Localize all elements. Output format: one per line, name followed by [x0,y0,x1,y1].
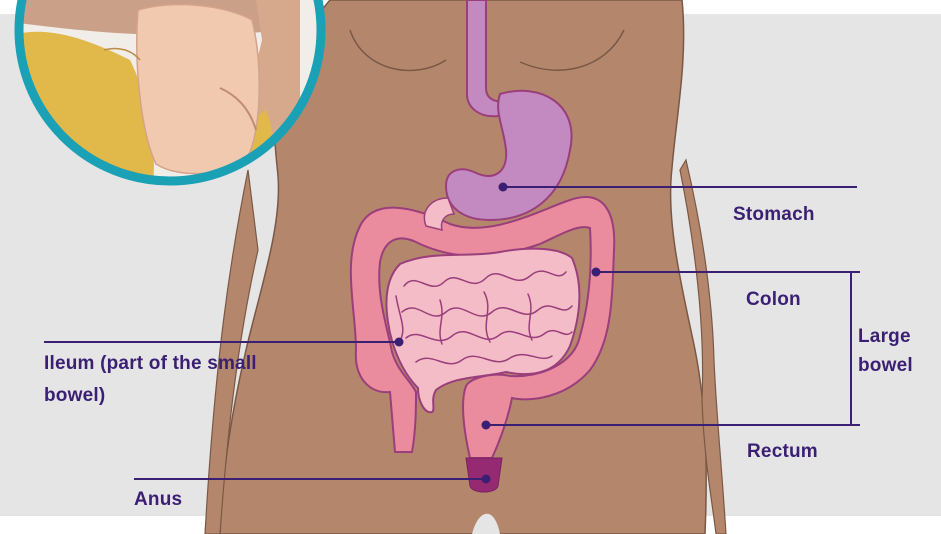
large-bowel-label: Large bowel [858,322,936,380]
rectum-label: Rectum [747,440,818,463]
colon-label: Colon [746,288,801,311]
large-bowel-label-text: Large bowel [858,326,913,376]
stomach-label: Stomach [733,203,815,226]
ileum-label: Ileum (part of the small bowel) [44,348,264,412]
anus-label: Anus [134,488,182,511]
ileum-label-text: Ileum (part of the small bowel) [44,353,257,406]
